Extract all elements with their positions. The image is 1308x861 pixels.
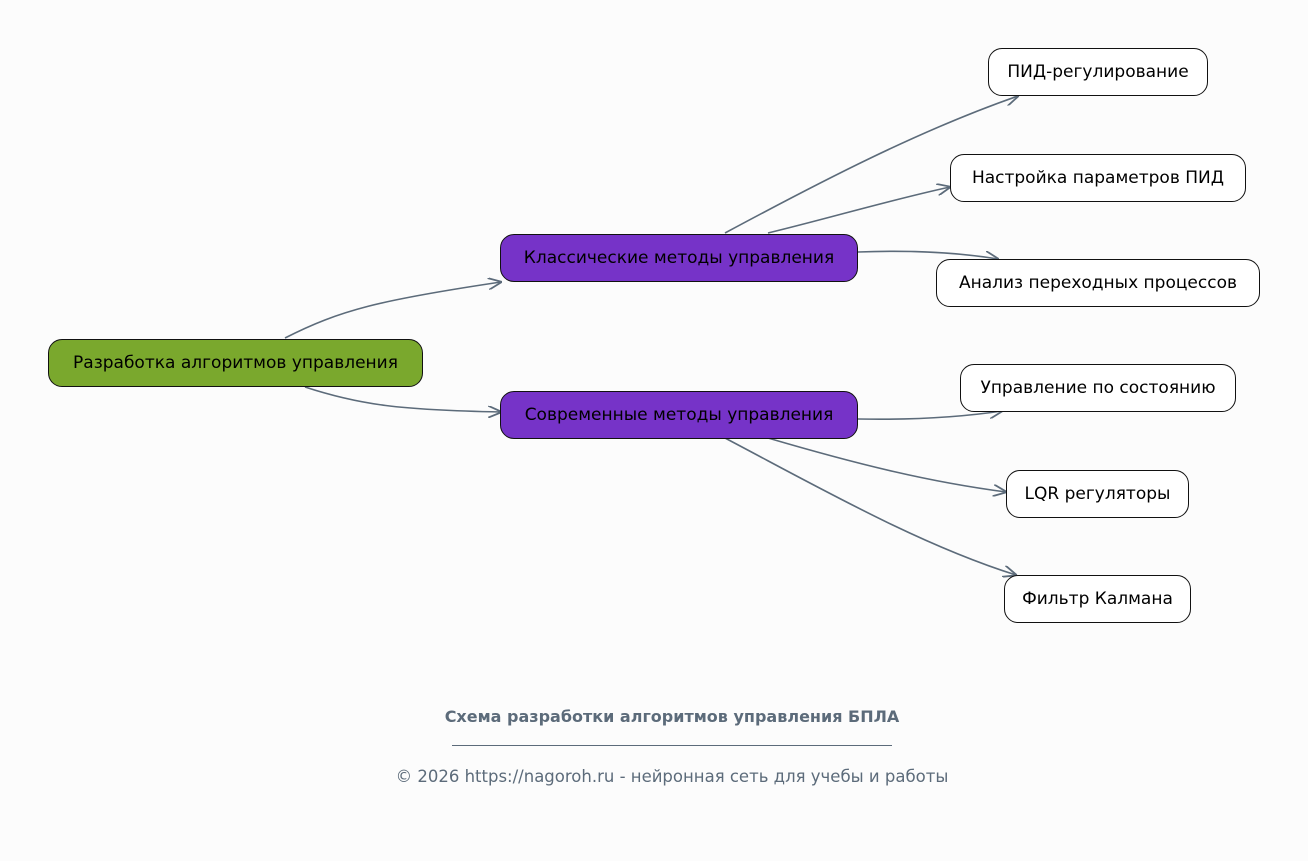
edge-classic-to-pid-tuning bbox=[767, 187, 950, 234]
edge-classic-to-pid bbox=[724, 96, 1018, 234]
edge-classic-to-transients bbox=[857, 250, 998, 259]
leaf-node-pid: ПИД-регулирование bbox=[988, 48, 1208, 96]
leaf-node-transients: Анализ переходных процессов bbox=[936, 259, 1260, 307]
edge-root-to-classic bbox=[284, 282, 501, 339]
root-node: Разработка алгоритмов управления bbox=[48, 339, 423, 387]
edge-modern-to-lqr bbox=[767, 437, 1006, 492]
title-divider bbox=[452, 745, 892, 746]
branch-node-classic: Классические методы управления bbox=[500, 234, 858, 282]
leaf-node-state-control: Управление по состоянию bbox=[960, 364, 1236, 412]
leaf-node-pid-tuning: Настройка параметров ПИД bbox=[950, 154, 1246, 202]
edge-modern-to-state bbox=[857, 411, 1002, 421]
diagram-title: Схема разработки алгоритмов управления Б… bbox=[444, 707, 900, 726]
leaf-node-kalman: Фильтр Калмана bbox=[1004, 575, 1191, 623]
footer-copyright: © 2026 https://nagoroh.ru - нейронная се… bbox=[395, 767, 949, 786]
branch-node-modern: Современные методы управления bbox=[500, 391, 858, 439]
leaf-node-lqr: LQR регуляторы bbox=[1006, 470, 1189, 518]
edge-root-to-modern bbox=[304, 386, 501, 412]
edge-modern-to-kalman bbox=[724, 437, 1016, 575]
